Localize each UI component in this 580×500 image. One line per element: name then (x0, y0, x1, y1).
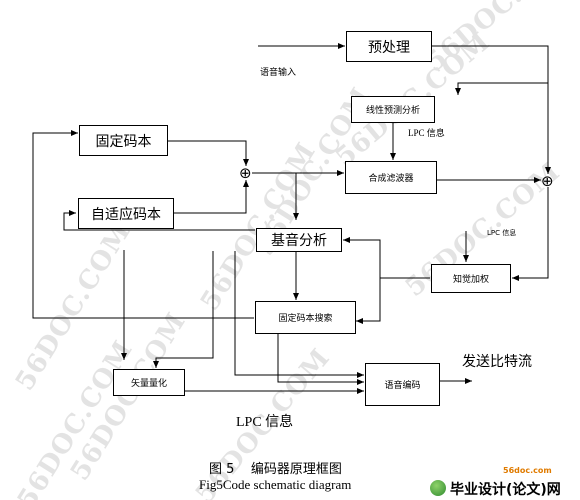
arrow-bus-to-lpa (455, 82, 548, 95)
fixed-codebook-block: 固定码本 (79, 125, 168, 156)
vector-quantization-block: 矢量量化 (113, 369, 185, 396)
arrow-weighting-to-pitch (343, 237, 430, 279)
speech-input-label: 语音输入 (260, 68, 297, 78)
preprocess-block: 预处理 (346, 31, 432, 62)
logo-icon (430, 480, 446, 496)
figure-caption-en: Fig5Code schematic diagram (199, 477, 352, 492)
perceptual-weighting-block: 知觉加权 (431, 264, 511, 293)
arrow-adder-to-weighting (512, 187, 549, 281)
fixed-codebook-search-block: 固定码本搜索 (255, 301, 356, 334)
arrow-fixed-to-adder (168, 140, 249, 166)
send-bitstream-label: 发送比特流 (462, 354, 532, 370)
arrow-adaptive-to-adder (174, 180, 249, 214)
synthesis-filter-block: 合成滤波器 (345, 161, 437, 194)
adder-symbol: ⊕ (239, 164, 252, 182)
arrow-weighting-to-search (356, 278, 381, 324)
figure-caption-cn: 图 5 编码器原理框图 (209, 462, 342, 477)
logo-site-text: 56doc.com (503, 466, 552, 475)
arrow-pitch-to-adaptive (63, 210, 255, 231)
lpc-info-label: LPC 信息 (408, 128, 445, 138)
arrow-search-to-encoding (277, 334, 364, 385)
arrow-preprocess-to-adder (432, 45, 551, 174)
arrow-search-to-fixed (32, 130, 254, 319)
speech-encoding-block: 语音编码 (365, 363, 440, 406)
lpa-block: 线性预测分析 (351, 96, 435, 123)
arrow-pitch-to-vq (153, 251, 214, 368)
lpc-info-label: LPC 信息 (236, 415, 294, 430)
logo-name-text: 毕业设计(论文)网 (450, 482, 561, 498)
adaptive-codebook-block: 自适应码本 (78, 198, 174, 229)
adder-symbol: ⊕ (541, 172, 554, 190)
pitch-analysis-block: 基音分析 (256, 228, 342, 252)
lpc-info-label: LPC 信息 (487, 229, 517, 237)
arrow-pitch-to-encoding (234, 251, 364, 378)
